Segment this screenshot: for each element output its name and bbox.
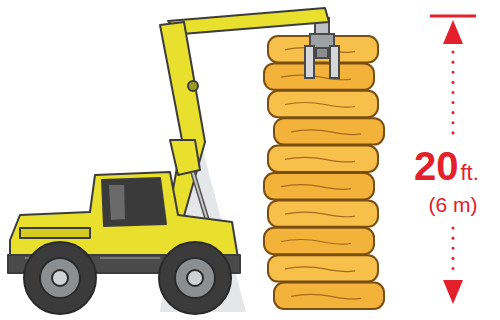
log [268, 91, 378, 117]
wood-grain [285, 267, 355, 272]
wood-grain [291, 130, 361, 135]
wood-grain [281, 75, 351, 80]
wood-grain [285, 212, 355, 217]
log [268, 146, 378, 172]
wood-grain [285, 103, 355, 108]
grapple [305, 18, 339, 78]
log [274, 283, 384, 309]
wheel [159, 242, 231, 314]
wood-grain [281, 185, 351, 190]
metric-dimension: (6 m) [429, 194, 478, 215]
log [274, 118, 384, 144]
wood-grain [291, 294, 361, 299]
dimension-value: 20 [414, 146, 459, 186]
log [268, 200, 378, 226]
wood-grain [285, 157, 355, 162]
wood-grain [281, 240, 351, 245]
log [264, 63, 374, 89]
wheel [24, 242, 96, 314]
log-stack [264, 36, 384, 309]
log [268, 255, 378, 281]
log [264, 228, 374, 254]
log [264, 173, 374, 199]
dimension-unit: ft. [461, 162, 479, 184]
